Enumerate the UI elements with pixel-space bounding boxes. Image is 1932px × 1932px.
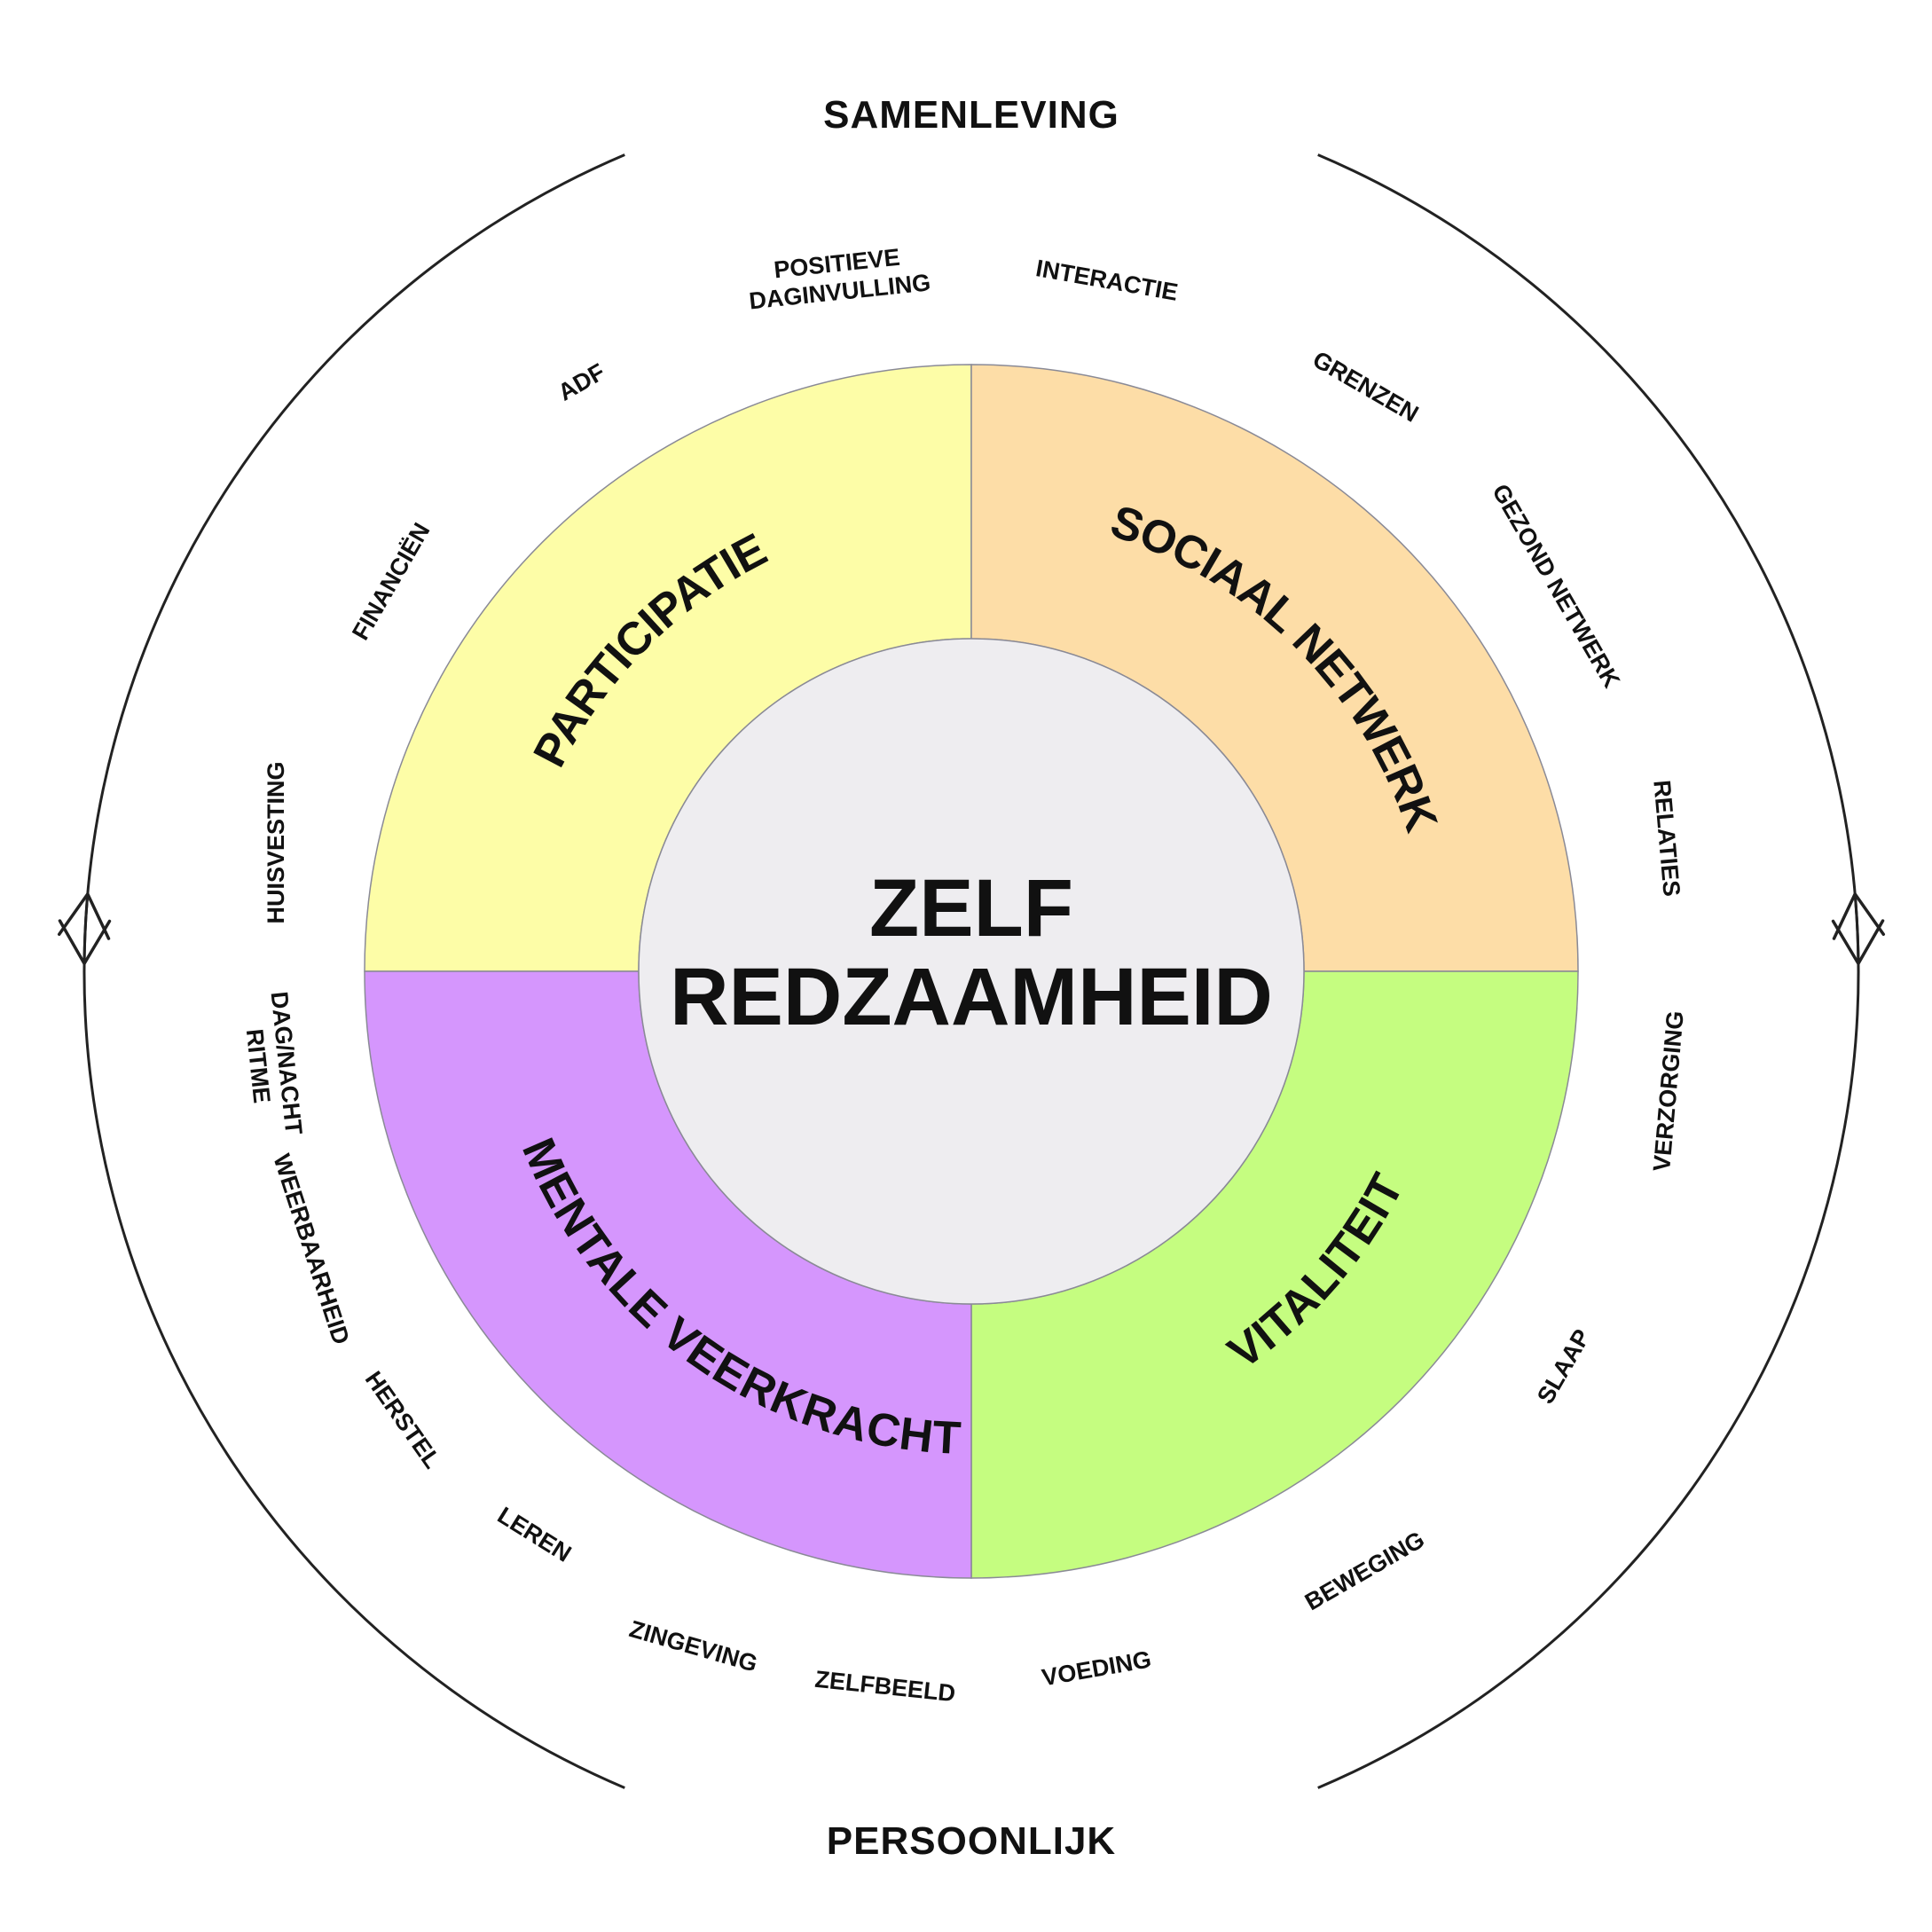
item-herstel: HERSTEL	[360, 1366, 446, 1473]
outer-label-persoonlijk: PERSOONLIJK	[827, 1819, 1116, 1863]
item-zingeving: ZINGEVING	[626, 1615, 760, 1677]
item-interactie: INTERACTIE	[1033, 255, 1180, 306]
item-gezond-netwerk: GEZOND NETWERK	[1487, 480, 1625, 693]
item-slaap: SLAAP	[1532, 1324, 1596, 1408]
core-title-line1: ZELF	[869, 863, 1073, 954]
outer-label-samenleving: SAMENLEVING	[823, 93, 1119, 137]
item-leren: LEREN	[493, 1502, 577, 1567]
item-financien: FINANCIËN	[347, 518, 435, 644]
quadrant-ring	[364, 364, 1579, 1579]
item-huisvesting: HUISVESTING	[263, 761, 289, 923]
core-circle	[638, 638, 1305, 1305]
item-positieve-daginvulling: POSITIEVEDAGINVULLING	[745, 240, 932, 314]
item-zelfbeeld: ZELFBEELD	[813, 1666, 956, 1707]
item-dag-nacht-ritme: DAG/NACHTRITME	[238, 990, 308, 1139]
arrow-up-right-icon	[1832, 892, 1886, 940]
outer-arc-top-right	[1317, 153, 1860, 964]
item-relaties: RELATIES	[1648, 779, 1685, 898]
outer-arcs	[57, 153, 1886, 1789]
item-adf: ADF	[554, 358, 609, 406]
outer-arc-top-left	[82, 153, 625, 964]
item-beweging: BEWEGING	[1300, 1526, 1429, 1615]
arrow-up-left-icon	[57, 892, 111, 940]
item-verzorging: VERZORGING	[1648, 1009, 1689, 1172]
outer-arc-bottom-right	[1317, 893, 1860, 1789]
item-voeding: VOEDING	[1040, 1645, 1153, 1691]
core-title-line2: REDZAAMHEID	[670, 952, 1273, 1042]
item-grenzen: GRENZEN	[1308, 346, 1423, 428]
item-weerbaarheid: WEERBAARHEID	[268, 1151, 355, 1347]
outer-arc-bottom-left	[82, 893, 625, 1789]
